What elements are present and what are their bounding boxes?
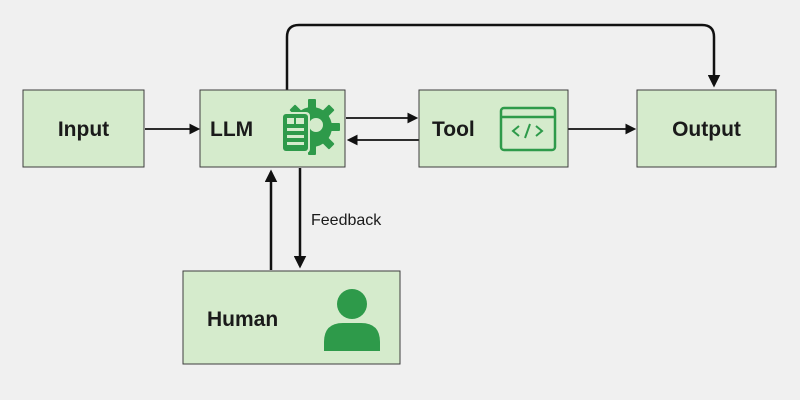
edge-llm-to-output-bypass (285, 23, 721, 90)
node-output: Output (636, 89, 777, 168)
node-llm: LLM (199, 89, 346, 168)
edge-label-feedback: Feedback (311, 212, 382, 229)
node-output-label: Output (672, 118, 741, 141)
node-input: Input (22, 89, 145, 168)
node-tool: Tool (418, 89, 569, 168)
node-input-label: Input (58, 118, 109, 141)
node-tool-label: Tool (432, 118, 475, 141)
person-icon (324, 289, 380, 351)
node-llm-label: LLM (210, 118, 253, 141)
node-human-label: Human (207, 308, 278, 331)
node-human: Human (182, 270, 401, 365)
code-window-icon (499, 106, 557, 152)
settings-gear-document-icon (281, 99, 340, 155)
